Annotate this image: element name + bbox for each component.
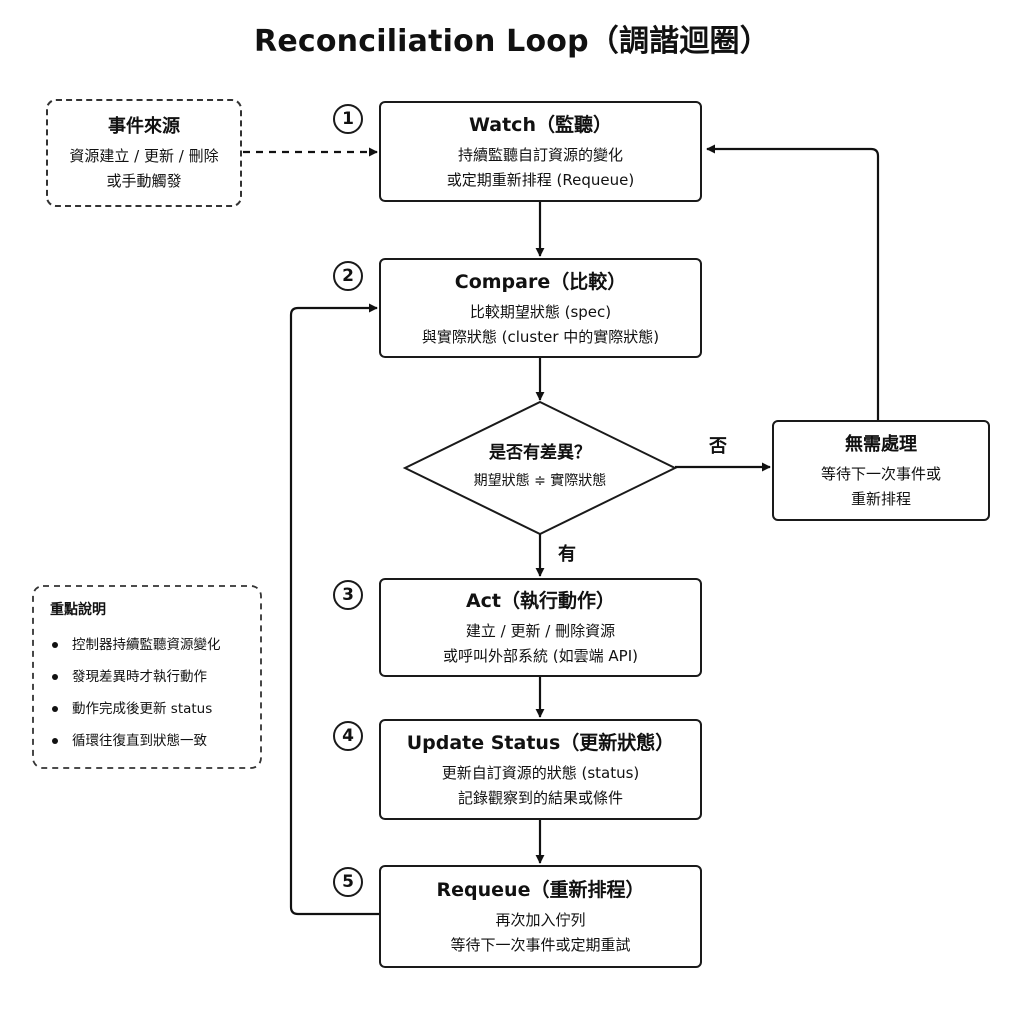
update-status-line-2: 記錄觀察到的結果或條件 [457,789,623,807]
compare-line-2: 與實際狀態 (cluster 中的實際狀態) [421,327,660,346]
event-source-line-1: 資源建立 / 更新 / 刪除 [69,147,219,165]
notes-item: 發現差異時才執行動作 [50,661,262,693]
act-line-2: 或呼叫外部系統 (如雲端 API) [443,647,638,665]
requeue-title: Requeue（重新排程） [436,879,645,901]
notes-box-border [32,585,262,769]
compare-title: Compare（比較） [454,270,627,293]
update-status-box: Update Status（更新狀態） 更新自訂資源的狀態 (status) 記… [379,719,702,820]
step-3-number: 3 [333,580,363,610]
event-source-box: 事件來源 資源建立 / 更新 / 刪除 或手動觸發 [46,99,242,207]
notes-panel: 重點說明 控制器持續監聽資源變化 發現差異時才執行動作 動作完成後更新 stat… [32,585,262,769]
notes-item: 循環往復直到狀態一致 [50,725,262,757]
decision-no-label: 否 [709,436,727,457]
step-1-number: 1 [333,104,363,134]
no-action-box: 無需處理 等待下一次事件或 重新排程 [772,420,990,521]
update-status-line-1: 更新自訂資源的狀態 (status) [441,764,640,782]
event-source-line-2: 或手動觸發 [106,172,182,190]
notes-list: 控制器持續監聽資源變化 發現差異時才執行動作 動作完成後更新 status 循環… [50,629,262,757]
compare-line-1: 比較期望狀態 (spec) [469,302,612,321]
watch-title: Watch（監聽） [469,114,612,136]
decision-yes-label: 有 [558,544,576,565]
notes-item: 控制器持續監聽資源變化 [50,629,262,661]
step-4-number: 4 [333,721,363,751]
no-action-to-watch-arrow [706,144,880,420]
requeue-line-1: 再次加入佇列 [495,911,586,929]
decision-condition: 期望狀態 ≑ 實際狀態 [473,473,607,489]
no-action-line-2: 重新排程 [850,489,911,508]
act-line-1: 建立 / 更新 / 刪除資源 [465,622,616,640]
step-2-number: 2 [333,261,363,291]
act-box: Act（執行動作） 建立 / 更新 / 刪除資源 或呼叫外部系統 (如雲端 AP… [379,578,702,677]
step-5-number: 5 [333,867,363,897]
requeue-to-compare-arrow [289,303,379,916]
requeue-line-2: 等待下一次事件或定期重試 [450,936,631,954]
page-title: Reconciliation Loop（調諧迴圈） [254,24,770,59]
decision-diamond [402,400,678,536]
compare-box: Compare（比較） 比較期望狀態 (spec) 與實際狀態 (cluster… [379,258,702,358]
update-status-title: Update Status（更新狀態） [406,732,675,754]
requeue-box: Requeue（重新排程） 再次加入佇列 等待下一次事件或定期重試 [379,865,702,968]
watch-box: Watch（監聽） 持續監聽自訂資源的變化 或定期重新排程 (Requeue) [379,101,702,202]
watch-line-2: 或定期重新排程 (Requeue) [446,171,635,189]
act-title: Act（執行動作） [465,590,616,612]
watch-line-1: 持續監聽自訂資源的變化 [457,146,623,164]
notes-title: 重點說明 [50,602,106,618]
no-action-line-1: 等待下一次事件或 [820,464,941,483]
decision-question: 是否有差異？ [489,443,591,463]
event-source-title: 事件來源 [108,116,180,137]
no-action-title: 無需處理 [845,433,917,455]
notes-item: 動作完成後更新 status [50,693,262,725]
